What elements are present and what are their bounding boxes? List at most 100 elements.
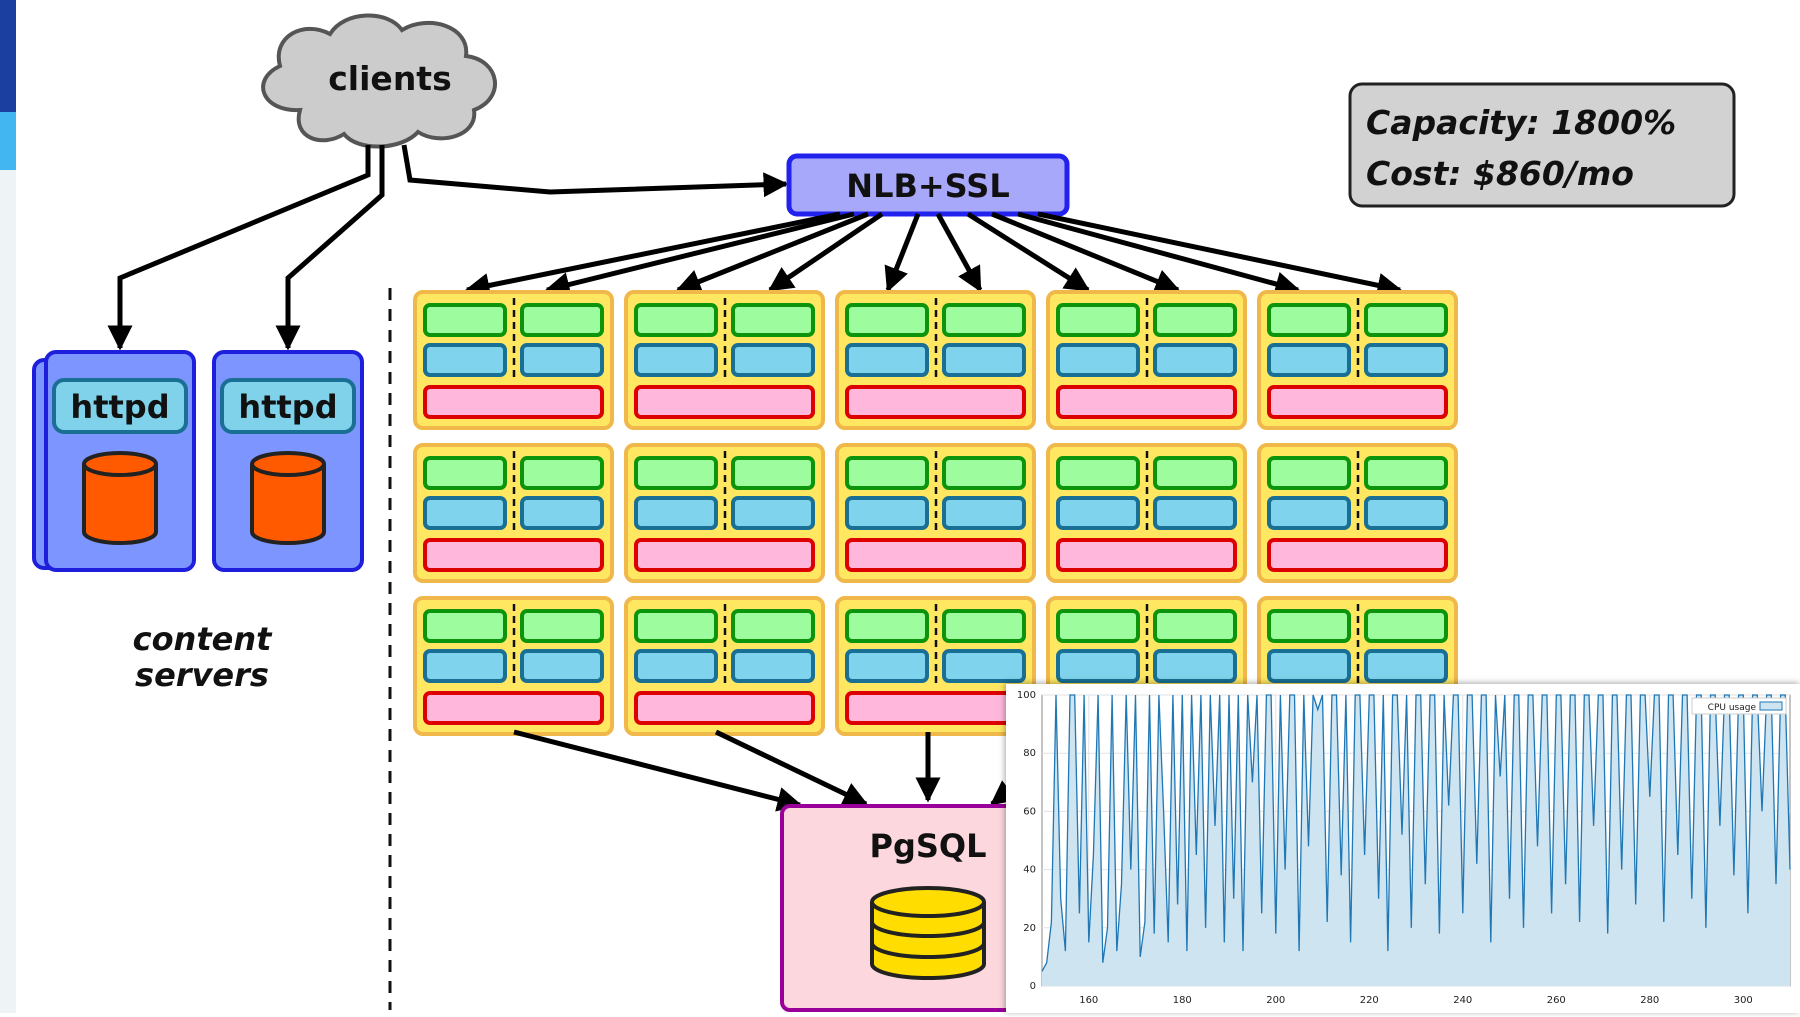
worker-blue [520, 649, 604, 683]
x-tick-label: 300 [1734, 995, 1753, 1006]
worker-green [1267, 303, 1351, 337]
worker-blue [845, 496, 929, 530]
app-node [1046, 290, 1247, 430]
x-tick-label: 240 [1453, 995, 1472, 1006]
db-label: PgSQL [870, 827, 987, 865]
content-server-1: httpd [44, 350, 196, 572]
worker-green [1364, 609, 1448, 643]
load-balancer: NLB+SSL [786, 153, 1070, 217]
worker-green [423, 456, 507, 490]
arrow-clients-to-lb [401, 144, 789, 198]
storage-cylinder-2 [250, 451, 326, 545]
worker-green [731, 609, 815, 643]
y-tick-label: 40 [1023, 865, 1036, 876]
cpu-usage-area [1042, 695, 1790, 986]
worker-green [634, 456, 718, 490]
worker-green [1267, 609, 1351, 643]
worker-green [1056, 456, 1140, 490]
content-servers: httpd httpd content servers [32, 350, 364, 694]
httpd-label-1: httpd [70, 388, 169, 426]
worker-green [520, 456, 604, 490]
x-tick-label: 160 [1079, 995, 1098, 1006]
worker-green [1056, 609, 1140, 643]
worker-blue [634, 649, 718, 683]
worker-green [731, 303, 815, 337]
httpd-label-2: httpd [238, 388, 337, 426]
app-node [835, 290, 1036, 430]
content-server-2: httpd [212, 350, 364, 572]
worker-blue [1153, 496, 1237, 530]
lb-arrows [464, 211, 1403, 298]
worker-blue [634, 496, 718, 530]
arrow-lb-to-node [991, 211, 1181, 294]
worker-blue [520, 496, 604, 530]
worker-green [845, 609, 929, 643]
worker-blue [1153, 343, 1237, 377]
worker-blue [520, 343, 604, 377]
x-tick-label: 260 [1547, 995, 1566, 1006]
worker-blue [1364, 649, 1448, 683]
worker-green [942, 456, 1026, 490]
chart-legend: CPU usage [1691, 697, 1787, 715]
worker-blue [1056, 343, 1140, 377]
worker-pink [1056, 538, 1237, 572]
worker-blue [634, 343, 718, 377]
arrow-lb-to-node [1017, 211, 1301, 297]
arrow-node-to-db-1 [513, 729, 803, 812]
content-servers-label-line2: servers [135, 656, 269, 694]
accent-bar-light [0, 112, 16, 170]
arrow-lb-to-node [1037, 211, 1403, 298]
y-tick-label: 20 [1023, 923, 1036, 934]
x-tick-label: 220 [1360, 995, 1379, 1006]
arrow-lb-to-node [935, 212, 983, 293]
lb-label: NLB+SSL [846, 167, 1009, 205]
worker-blue [845, 343, 929, 377]
database-cylinder [870, 886, 986, 980]
x-tick-label: 280 [1640, 995, 1659, 1006]
y-tick-label: 60 [1023, 806, 1036, 817]
app-node [624, 290, 825, 430]
node-grid [413, 290, 1458, 736]
worker-green [845, 456, 929, 490]
worker-blue [845, 649, 929, 683]
worker-pink [845, 385, 1026, 419]
accent-bar-pale [0, 170, 16, 1013]
worker-blue [1364, 343, 1448, 377]
worker-blue [423, 343, 507, 377]
arrow-lb-to-node [884, 213, 921, 293]
worker-blue [731, 343, 815, 377]
arrow-node-to-db-2 [714, 729, 869, 807]
worker-blue [1056, 496, 1140, 530]
app-node [624, 596, 825, 736]
y-tick-label: 100 [1017, 690, 1036, 701]
worker-pink [1267, 538, 1448, 572]
app-node [1257, 443, 1458, 583]
arrow-clients-to-httpd-2 [275, 145, 385, 351]
worker-green [423, 609, 507, 643]
cost-text: Cost: $860/mo [1366, 154, 1634, 193]
worker-green [845, 303, 929, 337]
worker-blue [942, 496, 1026, 530]
info-box: Capacity: 1800% Cost: $860/mo [1348, 82, 1736, 208]
worker-green [1364, 303, 1448, 337]
app-node [413, 443, 614, 583]
worker-green [1153, 303, 1237, 337]
worker-blue [731, 649, 815, 683]
worker-pink [845, 538, 1026, 572]
arrow-lb-to-node [767, 211, 884, 293]
app-node [835, 596, 1036, 736]
capacity-text: Capacity: 1800% [1366, 103, 1676, 142]
app-node [413, 596, 614, 736]
app-node [1046, 443, 1247, 583]
arrow-lb-to-node [544, 211, 855, 297]
y-tick-label: 0 [1030, 981, 1036, 992]
worker-green [1153, 456, 1237, 490]
x-tick-label: 200 [1266, 995, 1285, 1006]
worker-blue [1364, 496, 1448, 530]
worker-green [423, 303, 507, 337]
worker-blue [1267, 649, 1351, 683]
worker-green [634, 303, 718, 337]
worker-blue [1056, 649, 1140, 683]
worker-pink [1267, 385, 1448, 419]
